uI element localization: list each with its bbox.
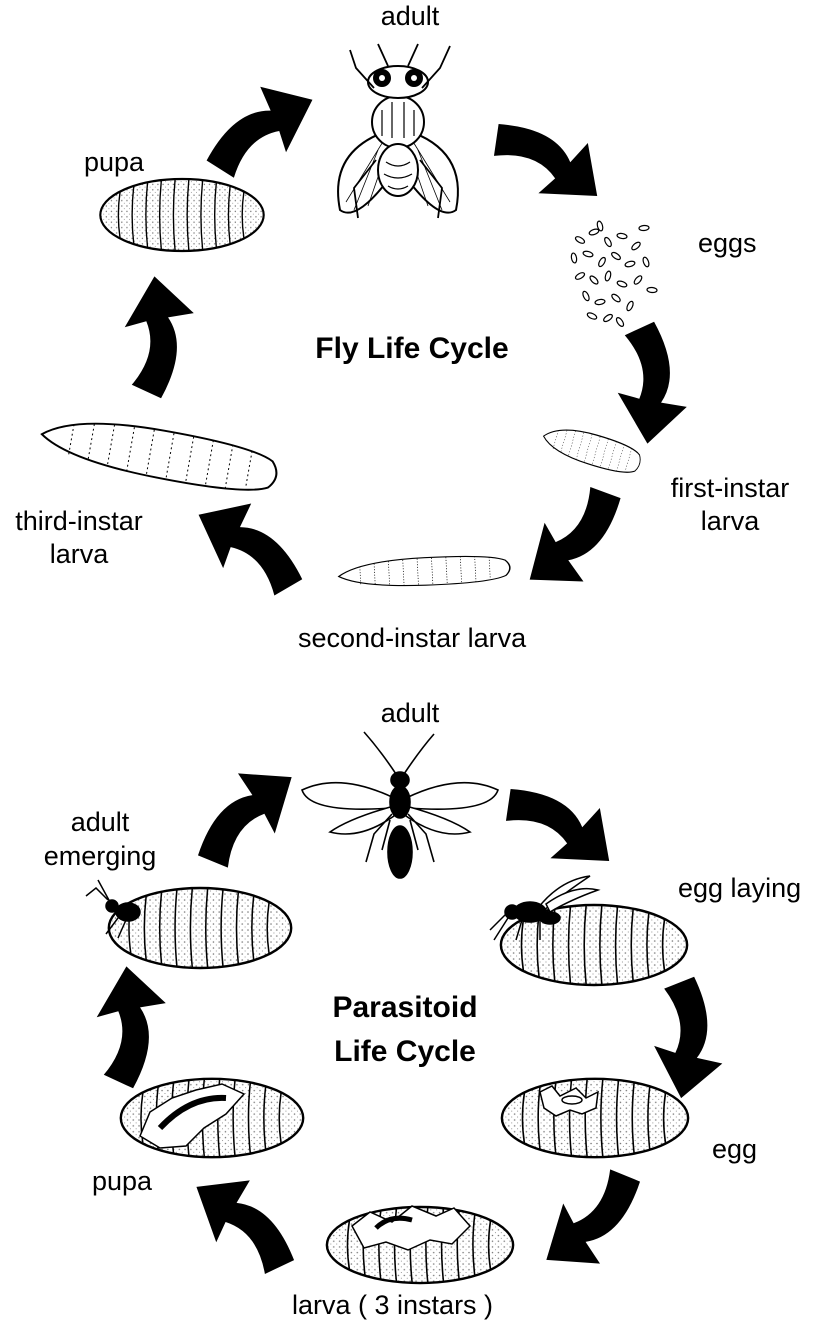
fly-pupa-label: pupa [84, 147, 145, 177]
parasitoid-larva-illustration [325, 1205, 515, 1285]
arrow-eggs-to-first-instar [613, 319, 694, 447]
parasitoid-pupa-illustration [119, 1077, 305, 1159]
arrow-first-to-second-instar [507, 475, 647, 608]
arrow-pupa-to-adult [187, 67, 329, 188]
parasitoid-adult-label: adult [380, 698, 440, 728]
arrow-pupa-to-emerging [92, 963, 173, 1091]
parasitoid-emerging-label-line1: adult [70, 807, 130, 837]
fly-second-instar-illustration [337, 552, 512, 591]
fly-adult-illustration [337, 43, 459, 219]
arrow-egg-laying-to-egg [647, 972, 734, 1104]
fly-second-instar-label: second-instar larva [298, 623, 527, 653]
parasitoid-emerging-illustration [85, 879, 293, 970]
fly-first-instar-label-line2: larva [700, 506, 760, 536]
fly-eggs-label: eggs [698, 228, 757, 258]
fly-first-instar-label-line1: first-instar [670, 473, 790, 503]
parasitoid-cycle-title-line1: Parasitoid [332, 991, 478, 1024]
arrow-egg-to-larva [525, 1157, 665, 1289]
fly-pupa-illustration [99, 177, 265, 253]
parasitoid-egg-laying-illustration [489, 875, 689, 987]
arrow-adult-to-eggs [480, 92, 620, 223]
arrow-adult-to-egg-laying [492, 757, 632, 888]
arrow-third-instar-to-pupa [120, 273, 201, 401]
parasitoid-cycle-title-line2: Life Cycle [334, 1035, 476, 1068]
arrow-emerging-to-adult [173, 748, 313, 880]
arrow-larva-to-pupa [176, 1157, 318, 1285]
parasitoid-pupa-label: pupa [92, 1166, 153, 1196]
fly-adult-label: adult [380, 1, 440, 31]
parasitoid-adult-illustration [301, 731, 499, 879]
fly-third-instar-label-line2: larva [49, 539, 109, 569]
parasitoid-egg-label: egg [712, 1134, 758, 1164]
fly-eggs-illustration [570, 220, 658, 327]
fly-first-instar-illustration [538, 420, 645, 479]
arrow-second-to-third-instar [181, 483, 323, 606]
parasitoid-egg-laying-label: egg laying [678, 873, 802, 903]
fly-third-instar-label-line1: third-instar [15, 506, 143, 536]
parasitoid-larva-label: larva ( 3 instars ) [292, 1290, 494, 1320]
parasitoid-egg-illustration [500, 1077, 690, 1159]
parasitoid-emerging-label-line2: emerging [43, 841, 157, 871]
fly-cycle-title: Fly Life Cycle [315, 332, 509, 365]
fly-third-instar-illustration [36, 408, 282, 500]
